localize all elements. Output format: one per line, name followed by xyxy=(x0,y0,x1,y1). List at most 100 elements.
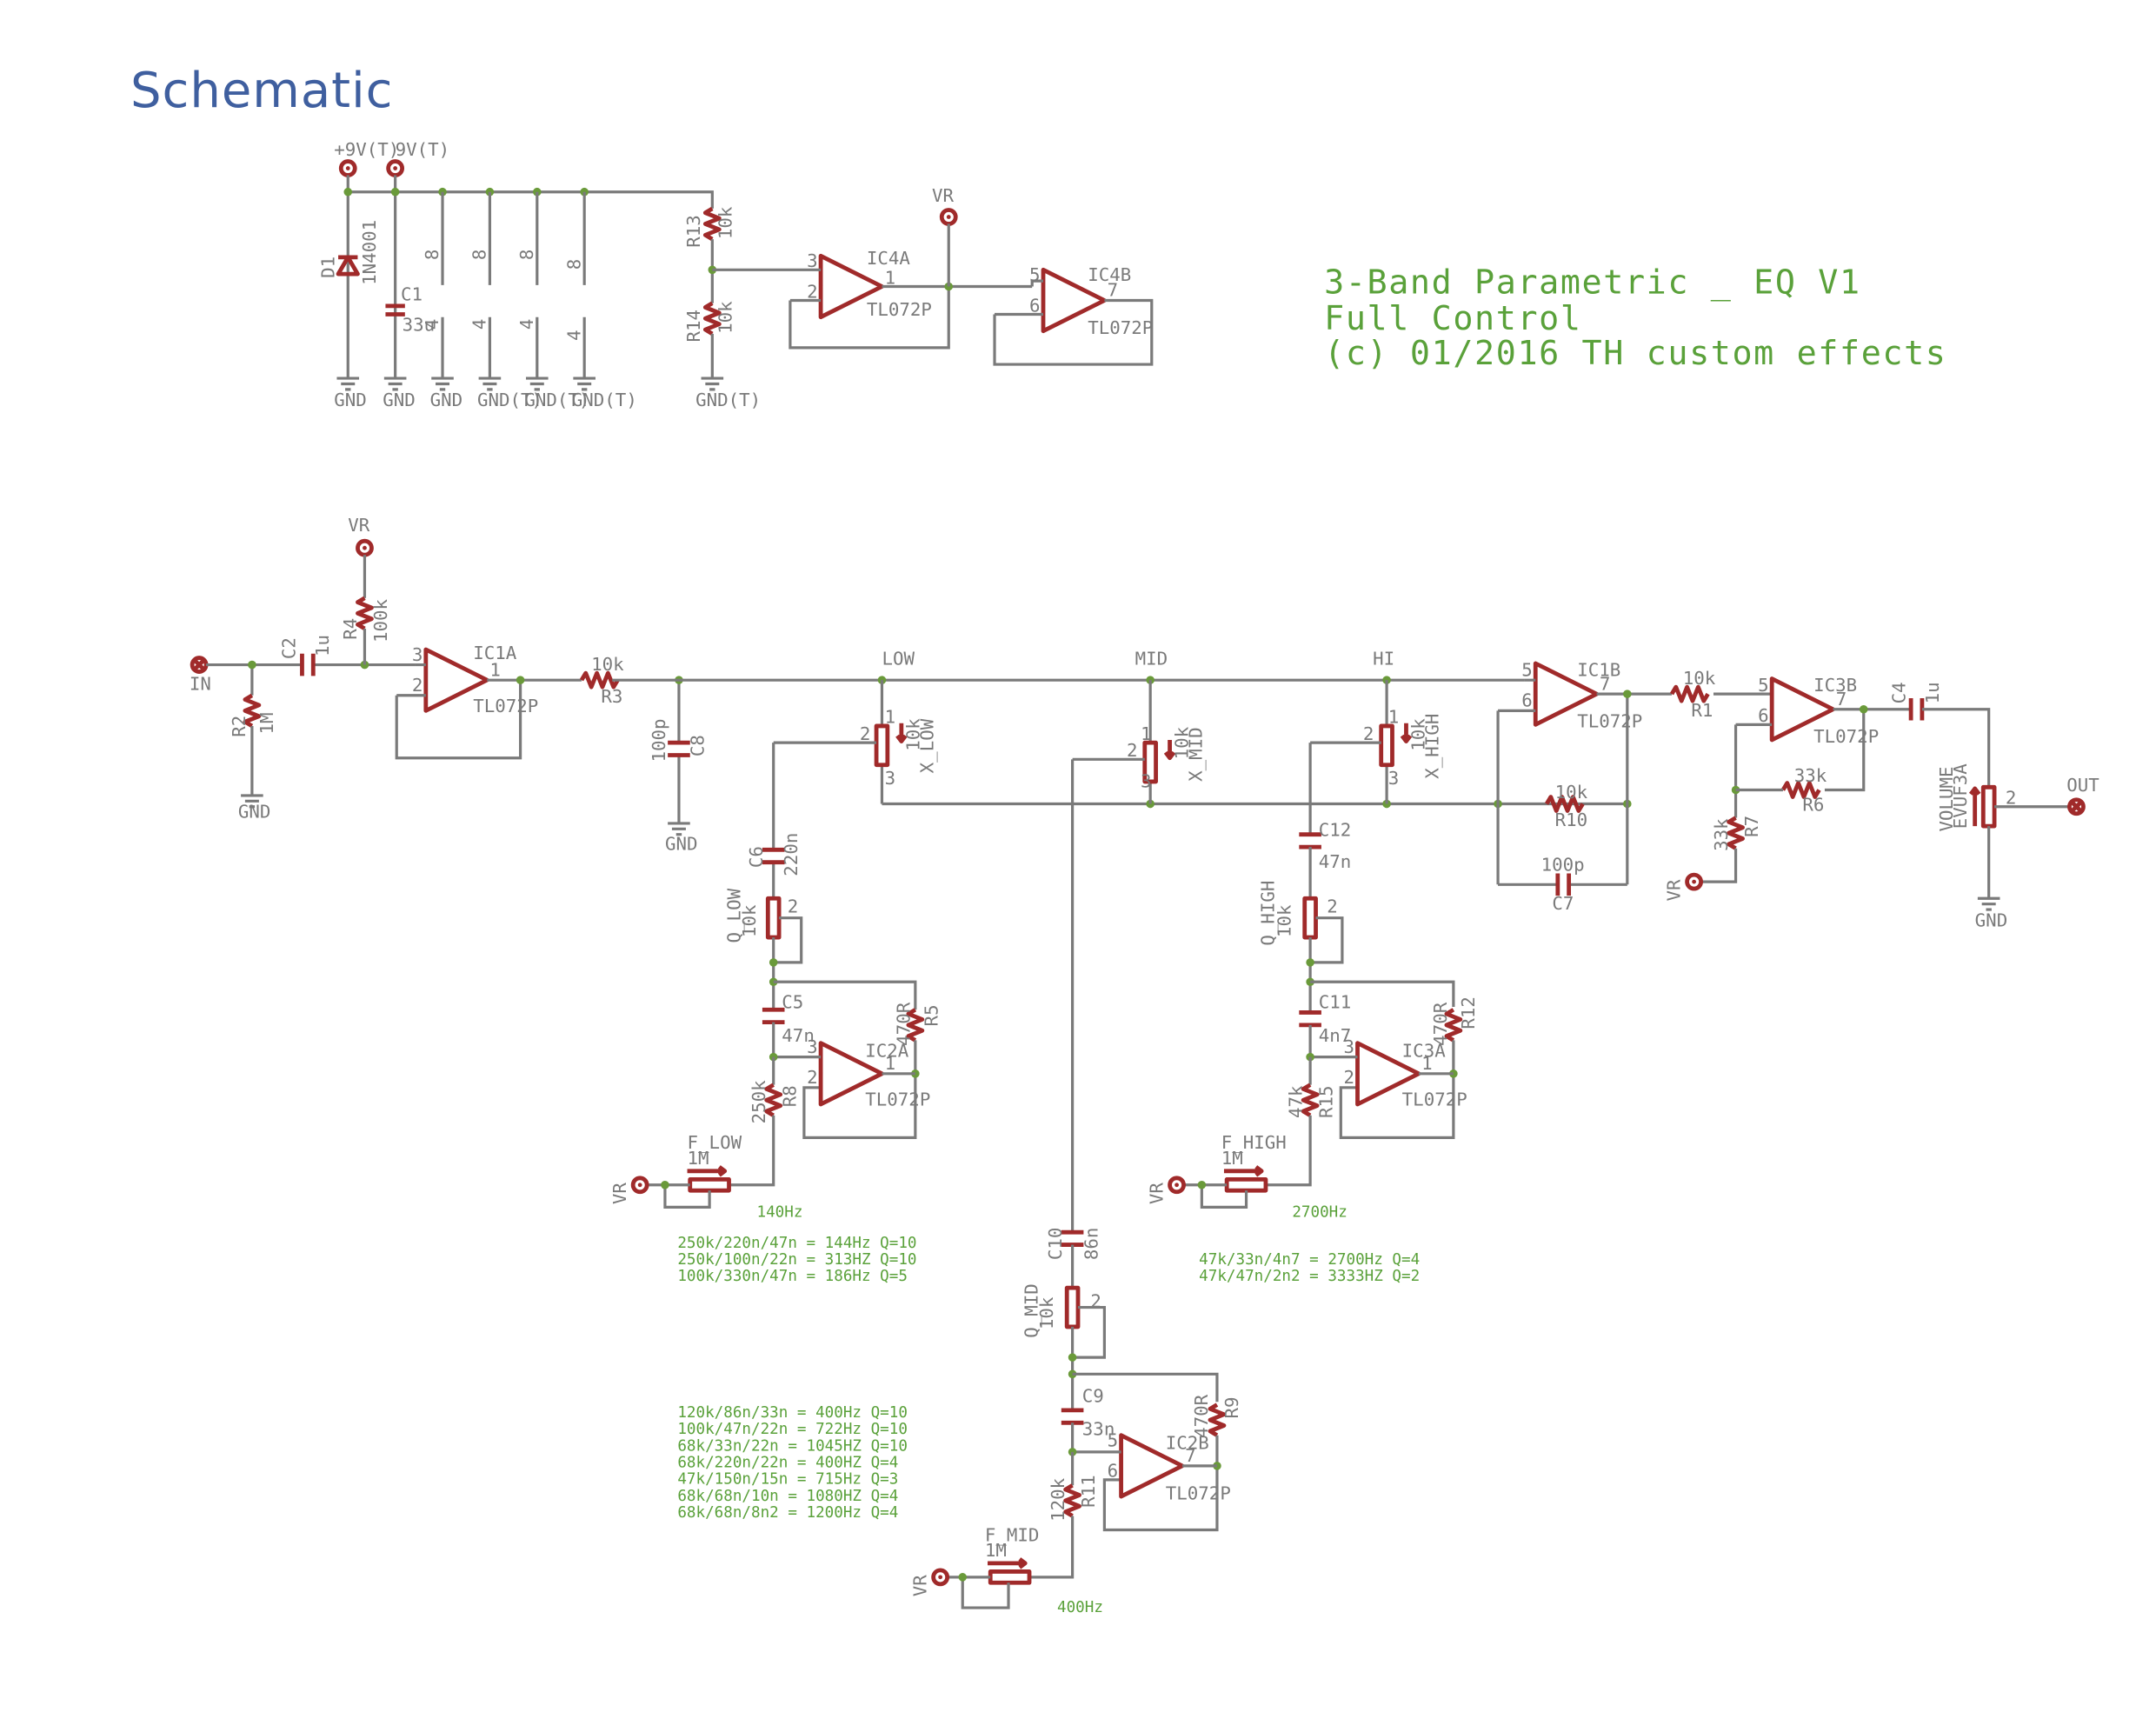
r8-value: 250k xyxy=(749,1080,769,1124)
r2-gnd-label: GND xyxy=(238,802,271,823)
gnd-t-label-3: GND(T) xyxy=(572,390,637,410)
ic1b-pin6: 6 xyxy=(1521,690,1533,711)
x-low-pin2: 2 xyxy=(860,723,871,744)
ic4b-pin7: 7 xyxy=(1108,280,1119,301)
volume-gnd-label: GND xyxy=(1975,909,2008,930)
ic1a-pin3: 3 xyxy=(412,644,423,665)
gnd-label-2: GND xyxy=(383,390,416,410)
ic3b-value: TL072P xyxy=(1813,726,1879,747)
q-low-value: 10k xyxy=(739,904,760,937)
c7-value: 100p xyxy=(1541,854,1585,875)
input-stage: IN R2 1M GND C2 1u VR R4 100k xyxy=(190,515,709,854)
high-band-frequency: 2700Hz xyxy=(1292,1204,1348,1222)
r9-value: 470R xyxy=(1191,1394,1212,1438)
gnd-label-3: GND xyxy=(430,390,463,410)
r6-value: 33k xyxy=(1794,765,1827,786)
q-high-value: 10k xyxy=(1274,904,1295,937)
supply-9v-label: 9V(T) xyxy=(396,139,450,160)
title-line-1: 3-Band Parametric _ EQ V1 xyxy=(1324,263,1861,302)
divider-r13-r14: R13 10k R14 10k GND(T) xyxy=(683,206,761,410)
c12-label: C12 xyxy=(1319,819,1352,840)
power-section: +9V(T) 9V(T) D1 1N4001 C1 33u 8 xyxy=(317,139,1154,410)
ic2a-pin2: 2 xyxy=(807,1067,818,1088)
low-band-note-1: 250k/220n/47n = 144Hz Q=10 xyxy=(677,1235,916,1252)
c12-value: 47n xyxy=(1319,851,1352,872)
ic3a-pin3: 3 xyxy=(1344,1036,1355,1057)
ic4b-value: TL072P xyxy=(1088,317,1153,338)
opamp-ic4a: 3 2 1 IC4A TL072P xyxy=(712,248,1033,350)
x-high-pin3: 3 xyxy=(1388,768,1400,789)
ic3a-pin1: 1 xyxy=(1421,1053,1433,1074)
gnd-t-label-2: GND(T) xyxy=(524,390,589,410)
r4-vr-label: VR xyxy=(348,515,370,536)
ic2a-value: TL072P xyxy=(865,1089,930,1110)
r14-value: 10k xyxy=(715,301,736,334)
c9-label: C9 xyxy=(1082,1385,1104,1406)
x-high-pin2: 2 xyxy=(1363,723,1374,744)
ic2b-pin5: 5 xyxy=(1108,1429,1119,1450)
net-hi-label: HI xyxy=(1373,649,1394,670)
low-band-frequency: 140Hz xyxy=(757,1204,803,1222)
pin4-label-2: 4 xyxy=(469,319,490,330)
pin4-label-1: 4 xyxy=(422,319,443,330)
r9-label: R9 xyxy=(1221,1396,1242,1418)
ic4a-value: TL072P xyxy=(867,299,932,320)
r1-label: R1 xyxy=(1691,700,1713,721)
vr-output-symbol: VR xyxy=(932,185,958,287)
c6-label: C6 xyxy=(746,846,767,868)
f-mid-label: F_MID xyxy=(985,1524,1040,1545)
r10-value: 10k xyxy=(1555,782,1588,803)
ic2a-pin3: 3 xyxy=(807,1036,818,1057)
d1-label: D1 xyxy=(317,257,338,278)
ic1b-label: IC1B xyxy=(1577,659,1620,680)
x-high-label: X_HIGH xyxy=(1421,714,1442,779)
volume-label: VOLUME xyxy=(1936,766,1957,831)
q-low-pin2: 2 xyxy=(788,896,799,916)
c2-label: C2 xyxy=(278,637,299,659)
input-jack-in: IN xyxy=(190,656,211,694)
volume-pin2: 2 xyxy=(2006,788,2017,809)
mid-band-section: 2 1 3 10k X_MID C10 86n Q_MID 10k 2 C9 3… xyxy=(677,680,1242,1616)
r12-value: 470R xyxy=(1430,1002,1451,1046)
f-low-label: F_LOW xyxy=(688,1132,742,1153)
ic1a-pin1: 1 xyxy=(489,659,501,680)
r11-value: 120k xyxy=(1048,1477,1068,1522)
c9-value: 33n xyxy=(1082,1419,1115,1440)
ic-power-pins: 8 8 8 8 4 4 4 4 xyxy=(422,191,586,379)
r3-label: R3 xyxy=(601,686,622,707)
output-jack-out: OUT xyxy=(2066,775,2099,816)
x-high-pin1: 1 xyxy=(1388,707,1400,728)
ic3b-pin7: 7 xyxy=(1836,689,1847,710)
r5-label: R5 xyxy=(921,1004,942,1026)
c2-value: 1u xyxy=(312,635,333,656)
c1-value: 33u xyxy=(403,315,436,336)
low-band-note-2: 250k/100n/22n = 313HZ Q=10 xyxy=(677,1251,916,1269)
pin8-label-2: 8 xyxy=(469,250,490,261)
mid-band-note-2: 100k/47n/22n = 722Hz Q=10 xyxy=(677,1421,908,1438)
power-grounds: GND GND GND GND(T) GND(T) GND(T) xyxy=(334,376,637,410)
x-low-pin3: 3 xyxy=(885,768,896,789)
mid-band-note-7: 68k/68n/8n2 = 1200Hz Q=4 xyxy=(677,1504,898,1522)
ic1a-value: TL072P xyxy=(473,696,538,716)
q-high-label: Q_HIGH xyxy=(1258,881,1279,946)
c7-label: C7 xyxy=(1552,893,1574,914)
diode-d1: D1 1N4001 xyxy=(317,220,380,285)
q-mid-pin2: 2 xyxy=(1090,1291,1101,1312)
f-high-vr-label: VR xyxy=(1147,1183,1168,1205)
r15-value: 47k xyxy=(1286,1085,1307,1118)
ic4a-pin1: 1 xyxy=(885,267,896,288)
title-block: 3-Band Parametric _ EQ V1 Full Control (… xyxy=(1324,263,1946,373)
c4-value: 1u xyxy=(1922,682,1943,703)
mid-band-note-6: 68k/68n/10n = 1080HZ Q=4 xyxy=(677,1488,898,1505)
q-high-pin2: 2 xyxy=(1327,896,1338,916)
f-high-value: 1M xyxy=(1221,1148,1243,1169)
gnd-label-1: GND xyxy=(334,390,367,410)
f-mid-value: 1M xyxy=(985,1540,1007,1561)
ic4b-pin5: 5 xyxy=(1029,264,1041,285)
ic1b-pin5: 5 xyxy=(1521,659,1533,680)
net-low-label: LOW xyxy=(882,649,915,670)
r13-label: R13 xyxy=(683,215,704,248)
pin8-label-4: 8 xyxy=(563,259,584,270)
c5-value: 47n xyxy=(782,1025,815,1046)
